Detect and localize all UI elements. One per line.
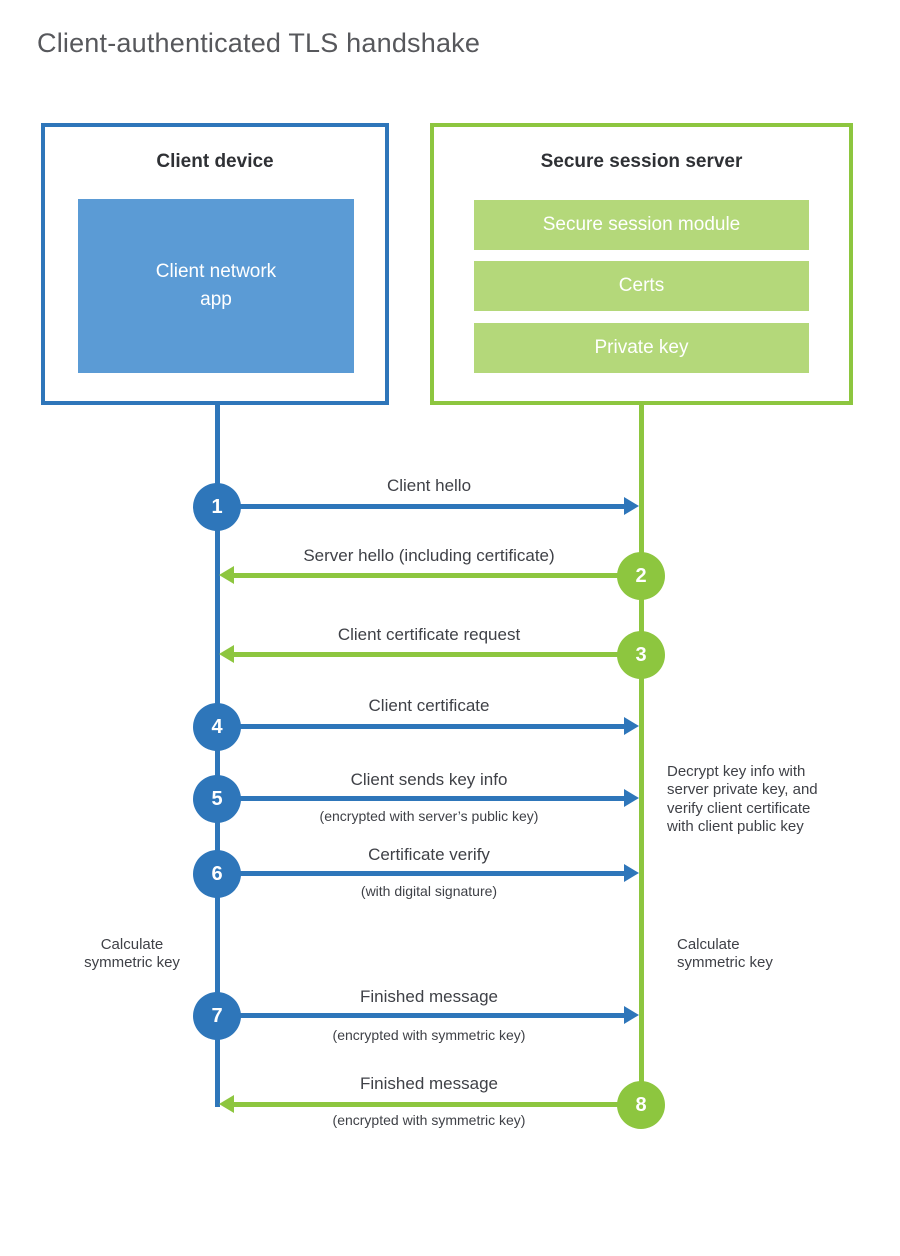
step-marker-3: 3	[617, 631, 665, 679]
message-label-1: Client hello	[386, 476, 472, 495]
message-arrow-1-right	[217, 497, 639, 515]
message-label-6: Certificate verify	[368, 845, 490, 864]
server-lifeline	[639, 405, 644, 1105]
step-number: 4	[211, 715, 223, 738]
client-device-title: Client device	[156, 151, 274, 172]
message-arrow-7-right	[217, 1006, 639, 1024]
message-arrow-6-right	[217, 864, 639, 882]
message-arrow-2-left	[219, 566, 641, 584]
message-label-3: Client certificate request	[337, 625, 521, 644]
step-marker-1: 1	[193, 483, 241, 531]
step-marker-8: 8	[617, 1081, 665, 1129]
step-marker-4: 4	[193, 703, 241, 751]
message-label-8: Finished message	[360, 1074, 498, 1093]
server-module-certs: Certs	[474, 261, 809, 311]
step-marker-2: 2	[617, 552, 665, 600]
message-sublabel-6: (with digital signature)	[360, 883, 498, 899]
message-sublabel-7: (encrypted with symmetric key)	[332, 1027, 526, 1043]
message-sublabel-5: (encrypted with server’s public key)	[319, 808, 539, 824]
server-module-private-key: Private key	[474, 323, 809, 373]
decrypt-key-note: Decrypt key info with server private key…	[667, 763, 818, 835]
message-arrow-8-left	[219, 1095, 641, 1113]
step-number: 3	[635, 643, 647, 666]
server-box: Secure session server Secure session mod…	[430, 123, 853, 405]
step-number: 5	[211, 787, 223, 810]
step-number: 8	[635, 1093, 647, 1116]
message-label-2: Server hello (including certificate)	[303, 546, 555, 565]
step-number: 6	[211, 862, 223, 885]
page-title: Client-authenticated TLS handshake	[37, 28, 481, 58]
message-arrow-4-right	[217, 717, 639, 735]
message-label-4: Client certificate	[368, 696, 490, 715]
client-lifeline	[215, 405, 220, 1107]
step-marker-6: 6	[193, 850, 241, 898]
client-network-app-module: Client network app	[78, 199, 354, 373]
message-arrow-5-right	[217, 789, 639, 807]
calculate-symmetric-key-note-right: Calculate symmetric key	[677, 936, 773, 972]
step-marker-5: 5	[193, 775, 241, 823]
message-sublabel-8: (encrypted with symmetric key)	[332, 1112, 526, 1128]
calculate-symmetric-key-note-left: Calculate symmetric key	[84, 936, 180, 972]
message-label-5: Client sends key info	[350, 770, 508, 789]
client-device-box: Client device Client network app	[41, 123, 389, 405]
step-number: 7	[211, 1004, 223, 1027]
server-module-secure-session: Secure session module	[474, 200, 809, 250]
message-label-7: Finished message	[360, 987, 498, 1006]
step-number: 2	[635, 564, 647, 587]
message-arrow-3-left	[219, 645, 641, 663]
step-number: 1	[211, 495, 223, 518]
server-box-title: Secure session server	[540, 151, 743, 172]
step-marker-7: 7	[193, 992, 241, 1040]
